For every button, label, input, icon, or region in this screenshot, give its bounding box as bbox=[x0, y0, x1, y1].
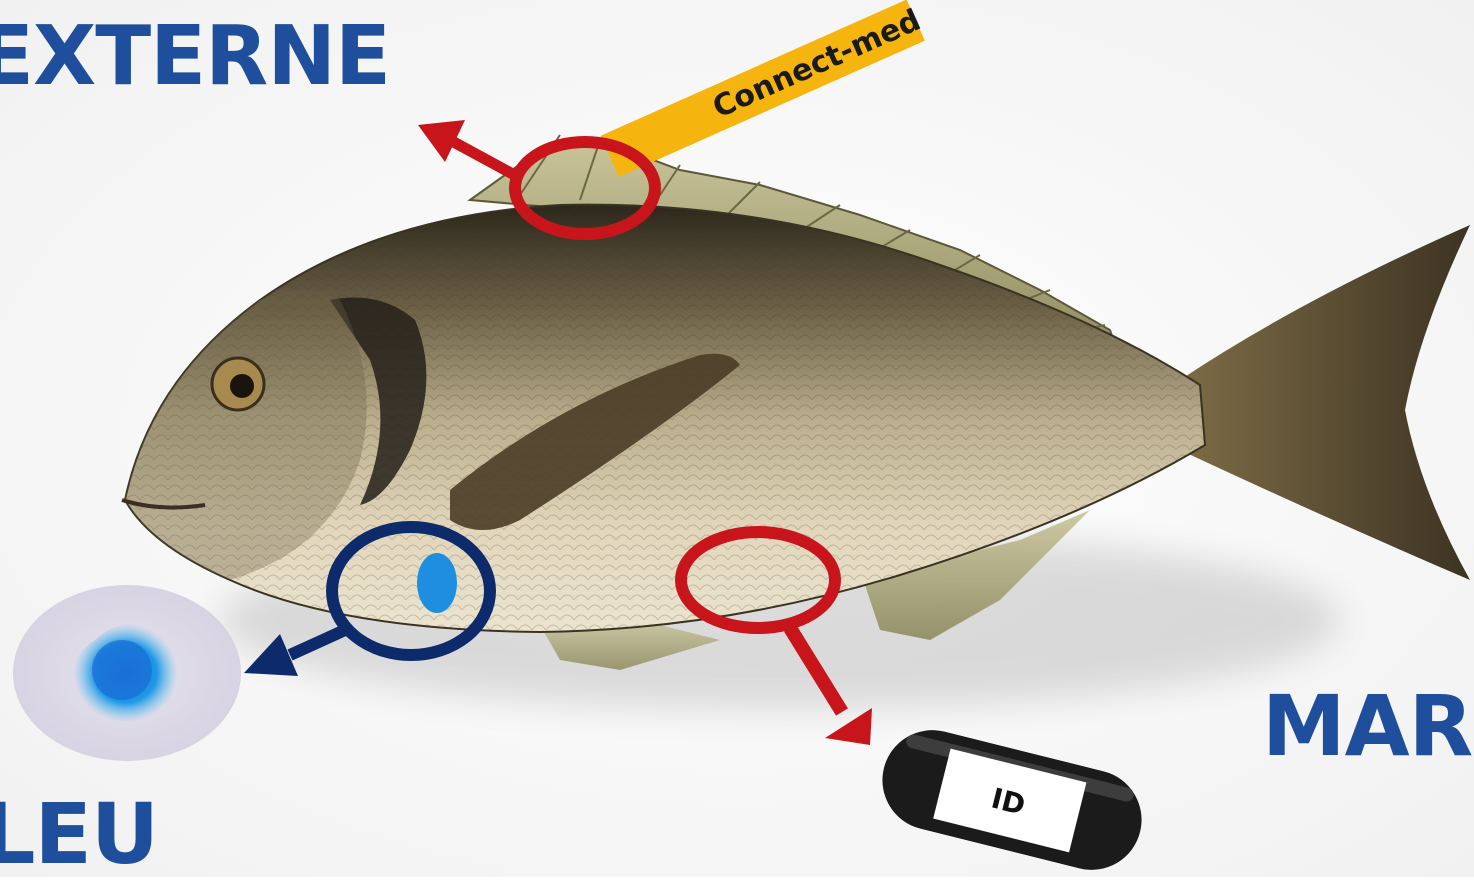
blue-stain-on-fish bbox=[417, 553, 457, 613]
label-marq: MARQ bbox=[1262, 684, 1474, 768]
label-externe: EXTERNE bbox=[0, 16, 390, 98]
eye-pupil bbox=[230, 374, 254, 398]
stain-closeup-core bbox=[92, 640, 152, 700]
label-bleu: LEU bbox=[0, 792, 158, 876]
stain-closeup bbox=[13, 585, 241, 761]
